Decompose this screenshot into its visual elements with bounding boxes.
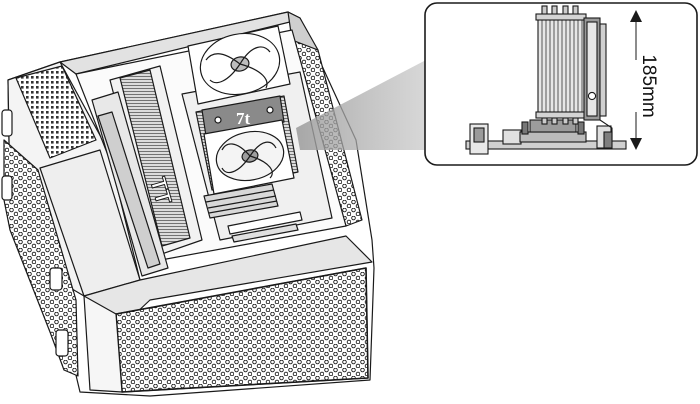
clearance-callout: 185mm — [424, 2, 698, 166]
height-dimension-label: 185mm — [638, 54, 659, 117]
arrow-down-icon — [630, 138, 642, 150]
front-pillar — [83, 295, 123, 393]
callout-fin-stack — [537, 15, 585, 117]
pcie-slots — [227, 211, 303, 243]
ram-modules — [203, 183, 279, 219]
height-dimension — [630, 10, 642, 150]
tt-logo-cooler: 7t — [236, 109, 251, 128]
cpu-cooler-in-case: 7t — [195, 95, 299, 195]
left-fan-radiator-stack: TT — [91, 65, 203, 277]
pc-case: TT 7t — [1, 11, 375, 397]
callout-beam — [296, 60, 426, 150]
top-fan — [187, 25, 291, 105]
case-feet — [1, 109, 69, 357]
rear-vent-mesh — [15, 65, 97, 159]
arrow-up-icon — [630, 10, 642, 22]
left-side-mesh — [3, 139, 79, 377]
